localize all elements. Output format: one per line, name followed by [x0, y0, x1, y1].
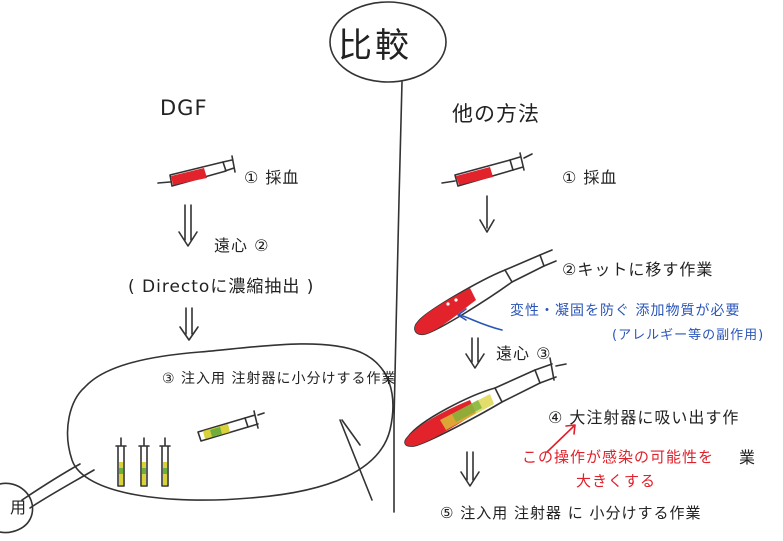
- right-arrow-3: [460, 451, 480, 487]
- left-tube-2-green: [142, 468, 146, 474]
- left-blood-fill: [171, 168, 207, 185]
- right-note-line-1: 変性・凝固を防ぐ 添加物質が必要: [510, 303, 741, 319]
- right-blood-fill: [456, 167, 493, 185]
- left-arrow-1: [178, 204, 198, 247]
- left-step-3: ③ 注入用 注射器に小分けする作業: [162, 371, 397, 387]
- left-tube-2: [138, 437, 150, 487]
- left-bubble-tail-2: [29, 469, 95, 509]
- right-heading: 他の方法: [452, 102, 540, 126]
- right-warning-line-1: この操作が感染の可能性を: [522, 448, 715, 466]
- right-syringe-1: [441, 152, 533, 187]
- title-bubble: [329, 1, 447, 83]
- right-step-3: 遠心 ③: [496, 344, 552, 363]
- right-step-2: ②キットに移す作業: [562, 260, 714, 279]
- title-label: 比較: [338, 26, 412, 66]
- left-syringe-green-fill: [210, 427, 222, 437]
- left-bubble-tail: [21, 463, 81, 501]
- right-kit-blood: [414, 288, 476, 335]
- left-bubble: [66, 343, 394, 501]
- left-step-1: ① 採血: [244, 168, 300, 187]
- right-step-4-line-1: ④ 大注射器に吸い出す作: [548, 408, 740, 427]
- center-divider: [393, 81, 403, 513]
- kit-dot-1: [446, 302, 450, 306]
- right-step-4-line-2: 業: [739, 448, 757, 467]
- right-step-1: ① 採血: [562, 168, 618, 187]
- left-tube-1: [115, 437, 127, 487]
- right-tube-green: [452, 400, 482, 422]
- left-cut-bubble: [0, 482, 34, 534]
- left-tube-3-green: [163, 468, 167, 474]
- right-step-5: ⑤ 注入用 注射器 に 小分けする作業: [440, 504, 702, 522]
- left-arrow-2: [179, 307, 199, 341]
- right-note-line-2: (アレルギー等の副作用): [612, 328, 765, 343]
- left-tube-3: [159, 437, 171, 487]
- left-cut-text: 用: [10, 498, 28, 517]
- left-heading: DGF: [160, 96, 208, 120]
- left-pointer: [339, 419, 373, 501]
- left-syringe-1: [157, 155, 236, 187]
- right-arrow-1: [479, 195, 495, 233]
- blue-note-arrow: [457, 308, 503, 331]
- right-warning-line-2: 大きくする: [576, 472, 657, 490]
- kit-dot-2: [454, 298, 458, 302]
- left-syringe-yellow: [197, 410, 265, 442]
- left-step-2-note: ( Directoに濃縮抽出 ): [128, 277, 315, 297]
- right-arrow-2: [465, 337, 485, 369]
- left-tube-1-green: [119, 468, 123, 474]
- left-step-2: 遠心 ②: [214, 236, 270, 255]
- red-warn-arrow: [546, 424, 576, 453]
